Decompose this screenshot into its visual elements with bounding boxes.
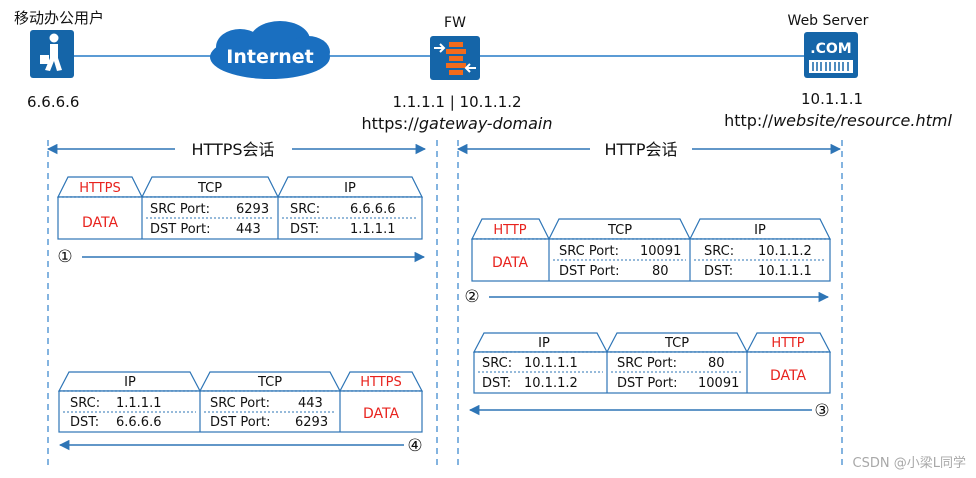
- p4-data: DATA: [363, 406, 399, 422]
- p1-tcp-tab: TCP: [197, 181, 222, 196]
- watermark: CSDN @小梁L同学: [853, 455, 966, 471]
- p3-ip-src-label: SRC:: [482, 356, 512, 371]
- fw-url: https://gateway-domain: [362, 114, 553, 133]
- p1-tcp-dst-label: DST Port:: [150, 222, 211, 237]
- p1-step: ①: [57, 247, 72, 267]
- p4-ip-tab: IP: [124, 375, 136, 390]
- p2-tcp-src: 10091: [640, 244, 681, 259]
- p3-app-tab: HTTP: [771, 336, 804, 351]
- p4-step: ④: [407, 436, 422, 456]
- p3-ip-dst: 10.1.1.2: [524, 376, 578, 391]
- p1-tcp-src: 6293: [236, 202, 269, 217]
- p1-ip-src: 6.6.6.6: [350, 202, 395, 217]
- p4-tcp-dst-label: DST Port:: [210, 415, 271, 430]
- p3-tcp-tab: TCP: [664, 336, 689, 351]
- p3-tcp-dst: 10091: [698, 376, 739, 391]
- session-dividers: [47, 140, 843, 470]
- p2-tcp-src-label: SRC Port:: [559, 244, 619, 259]
- p2-ip-tab: IP: [754, 223, 766, 238]
- p2-tcp-dst-label: DST Port:: [559, 264, 620, 279]
- p2-ip-dst-label: DST:: [704, 264, 733, 279]
- p2-step: ②: [464, 287, 479, 307]
- p2-data: DATA: [492, 255, 528, 271]
- p3-tcp-dst-label: DST Port:: [617, 376, 678, 391]
- p1-app-tab: HTTPS: [79, 181, 121, 196]
- p4-ip-src-label: SRC:: [70, 396, 100, 411]
- p2-tcp-dst: 80: [652, 264, 669, 279]
- p1-ip-dst-label: DST:: [290, 222, 319, 237]
- web-server-icon: [804, 32, 858, 78]
- server-ip: 10.1.1.1: [801, 90, 863, 108]
- p1-data: DATA: [82, 215, 118, 231]
- p3-tcp-src-label: SRC Port:: [617, 356, 677, 371]
- p3-ip-tab: IP: [538, 336, 550, 351]
- user-label: 移动办公用户: [14, 9, 104, 27]
- packet-2: [471, 218, 831, 282]
- https-session-label: HTTPS会话: [191, 140, 274, 159]
- packet-1: [57, 176, 423, 240]
- p4-tcp-src: 443: [298, 396, 323, 411]
- p4-tcp-tab: TCP: [257, 375, 282, 390]
- p2-ip-src-label: SRC:: [704, 244, 734, 259]
- internet-label: Internet: [226, 46, 313, 68]
- internet-cloud-icon: [210, 21, 330, 79]
- p3-step: ③: [814, 401, 829, 421]
- server-url: http://website/resource.html: [724, 111, 952, 130]
- mobile-user-icon: [30, 30, 74, 78]
- p3-ip-dst-label: DST:: [482, 376, 511, 391]
- p4-tcp-src-label: SRC Port:: [210, 396, 270, 411]
- server-badge: .COM: [810, 41, 851, 57]
- p1-ip-src-label: SRC:: [290, 202, 320, 217]
- p2-ip-src: 10.1.1.2: [758, 244, 812, 259]
- p3-data: DATA: [770, 368, 806, 384]
- p3-tcp-src: 80: [708, 356, 725, 371]
- p2-ip-dst: 10.1.1.1: [758, 264, 812, 279]
- p1-ip-dst: 1.1.1.1: [350, 222, 395, 237]
- fw-label: FW: [444, 15, 466, 31]
- p2-app-tab: HTTP: [493, 223, 526, 238]
- server-label: Web Server: [788, 13, 869, 29]
- fw-ips: 1.1.1.1 | 10.1.1.2: [392, 93, 521, 111]
- firewall-icon: [430, 36, 480, 80]
- p4-app-tab: HTTPS: [360, 375, 402, 390]
- p4-ip-dst: 6.6.6.6: [116, 415, 161, 430]
- packet-4: [58, 371, 423, 433]
- p1-tcp-src-label: SRC Port:: [150, 202, 210, 217]
- p4-ip-src: 1.1.1.1: [116, 396, 161, 411]
- p1-ip-tab: IP: [344, 181, 356, 196]
- p1-tcp-dst: 443: [236, 222, 261, 237]
- http-session-label: HTTP会话: [605, 140, 678, 159]
- p3-ip-src: 10.1.1.1: [524, 356, 578, 371]
- p4-ip-dst-label: DST:: [70, 415, 99, 430]
- p4-tcp-dst: 6293: [295, 415, 328, 430]
- p2-tcp-tab: TCP: [607, 223, 632, 238]
- packet-3: [473, 332, 831, 394]
- user-ip: 6.6.6.6: [27, 93, 79, 111]
